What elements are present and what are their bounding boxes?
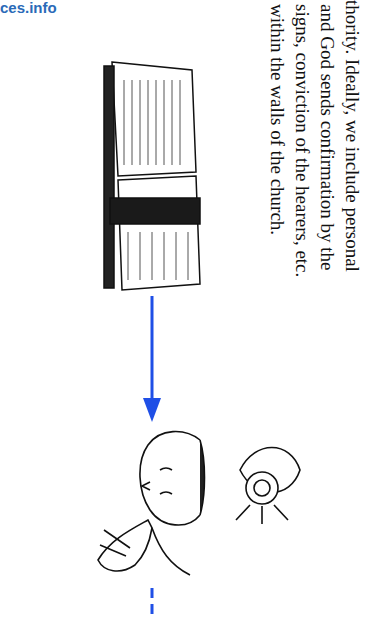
hair	[200, 440, 205, 515]
dove-picture	[236, 448, 300, 525]
bookmark	[110, 198, 200, 224]
body-text-line: within the walls of the church.	[265, 4, 290, 235]
flow-arrow	[143, 296, 161, 422]
book-page	[118, 176, 200, 290]
eyes	[160, 468, 172, 494]
dove-body	[254, 480, 270, 496]
finger	[100, 530, 130, 556]
head	[140, 432, 200, 525]
book-cover	[104, 66, 114, 288]
hand	[98, 520, 152, 571]
flow-line	[151, 588, 154, 620]
watermark: ces.info	[0, 0, 57, 16]
body-text-line: signs, conviction of the hearers, etc.	[290, 4, 315, 277]
halo-ring	[246, 472, 278, 504]
body-text-line: thority. Ideally, we include personal	[340, 0, 365, 272]
body-text-line: and God sends confirmation by the	[315, 4, 340, 270]
nose	[142, 482, 150, 490]
book-page	[112, 62, 196, 176]
preacher-picture	[98, 432, 205, 575]
bible-picture	[104, 62, 200, 290]
arm	[152, 528, 190, 575]
tail	[236, 505, 288, 524]
